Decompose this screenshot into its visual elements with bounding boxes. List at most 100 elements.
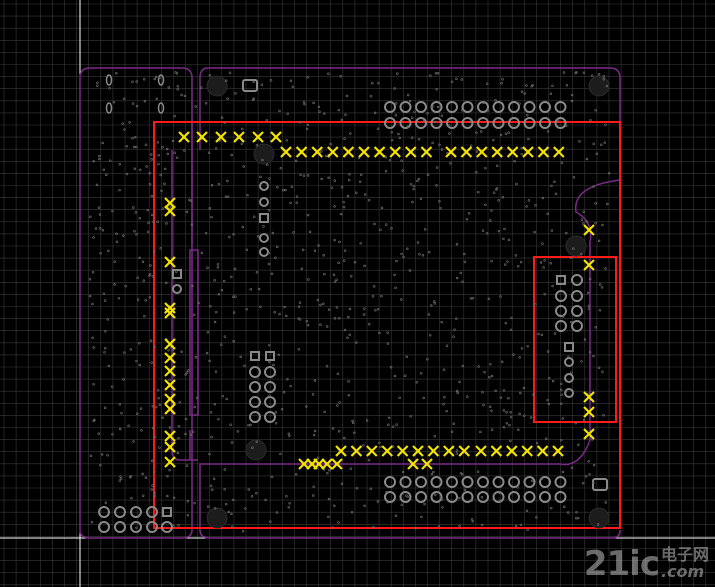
via — [374, 308, 377, 312]
via — [485, 232, 489, 235]
via — [96, 84, 99, 87]
via — [497, 199, 500, 202]
via — [180, 350, 183, 354]
via — [152, 426, 155, 430]
via — [597, 73, 601, 76]
via — [209, 484, 213, 487]
via — [208, 452, 211, 456]
via — [228, 71, 232, 74]
via — [223, 488, 226, 491]
via — [287, 505, 291, 509]
via — [118, 402, 122, 406]
via — [408, 269, 412, 272]
via — [138, 216, 142, 220]
x-stroke — [164, 379, 176, 391]
pad-icon — [430, 117, 443, 129]
via — [312, 101, 315, 105]
via — [518, 102, 521, 105]
via — [394, 286, 397, 290]
via — [459, 271, 463, 275]
via — [418, 253, 421, 256]
via — [594, 202, 597, 205]
via — [376, 500, 380, 503]
via — [206, 505, 210, 508]
via — [514, 524, 518, 528]
x-marker-icon — [164, 256, 176, 268]
via — [312, 494, 315, 497]
via — [252, 97, 256, 101]
via — [530, 85, 534, 88]
via — [535, 441, 539, 445]
via — [229, 423, 232, 426]
via — [252, 215, 256, 218]
via — [577, 516, 580, 520]
via — [592, 354, 595, 358]
via — [249, 287, 253, 291]
pad-icon — [523, 476, 536, 488]
via — [157, 162, 160, 166]
via — [119, 475, 122, 478]
via — [148, 273, 152, 276]
pad-icon — [461, 117, 474, 129]
x-marker-icon — [327, 146, 339, 158]
via — [588, 277, 592, 281]
via — [336, 372, 340, 376]
pad-icon — [415, 476, 427, 488]
via — [434, 493, 437, 497]
via — [406, 125, 409, 129]
via — [285, 495, 288, 498]
via — [452, 422, 456, 426]
x-stroke — [381, 445, 393, 457]
via — [390, 130, 393, 134]
via — [502, 389, 506, 392]
via — [163, 167, 167, 171]
via — [368, 323, 371, 326]
via — [442, 403, 445, 406]
mounting-hole-icon — [253, 143, 275, 165]
via — [598, 283, 602, 286]
via — [131, 80, 134, 83]
via — [384, 169, 388, 173]
via — [228, 236, 231, 239]
via — [337, 521, 340, 524]
via — [138, 513, 141, 516]
via — [577, 443, 580, 447]
selection-boxes[interactable] — [153, 121, 621, 529]
via — [389, 365, 393, 369]
via — [476, 470, 480, 473]
via — [143, 99, 147, 103]
via — [327, 515, 330, 519]
watermark-logo: 21ic — [583, 544, 660, 584]
via — [386, 500, 389, 504]
via — [470, 518, 474, 521]
via — [507, 131, 510, 134]
via — [419, 197, 423, 201]
via — [136, 276, 139, 280]
via — [123, 97, 126, 101]
x-stroke — [536, 445, 549, 457]
via — [363, 504, 366, 508]
via — [369, 94, 373, 98]
via — [168, 378, 171, 382]
via — [362, 444, 365, 447]
via — [187, 369, 190, 372]
via — [103, 406, 107, 409]
via — [210, 435, 213, 439]
via — [193, 405, 196, 409]
via — [350, 510, 354, 514]
via — [408, 99, 412, 103]
via — [343, 328, 347, 332]
pad-icon — [161, 521, 173, 533]
via — [336, 404, 339, 407]
via — [144, 476, 148, 480]
via — [257, 235, 260, 238]
via — [190, 223, 194, 226]
x-marker-icon — [583, 391, 595, 403]
via — [592, 142, 595, 146]
via — [316, 298, 320, 302]
via — [453, 328, 456, 331]
via — [598, 309, 602, 312]
via — [193, 501, 196, 505]
x-marker-icon — [335, 445, 347, 457]
